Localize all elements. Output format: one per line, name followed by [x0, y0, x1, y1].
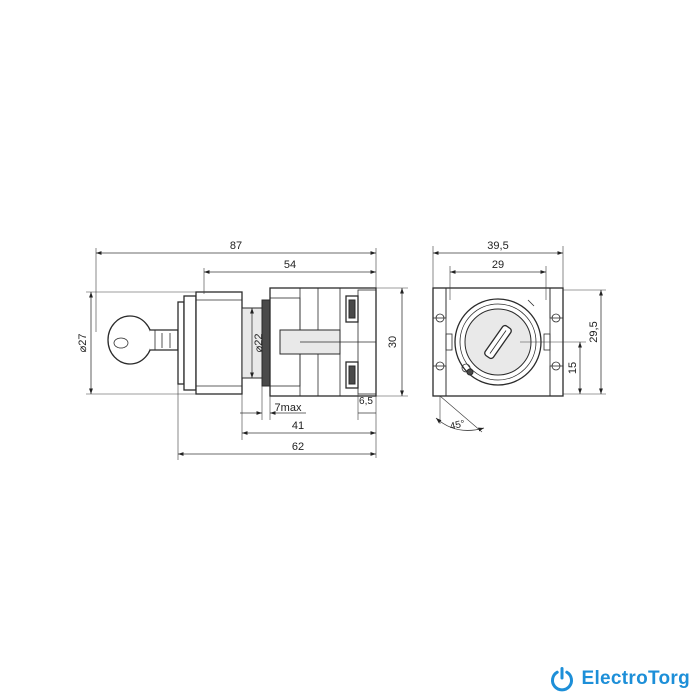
- dim-front-width: 39,5: [487, 240, 508, 252]
- side-view: [107, 287, 377, 397]
- dim-body-length: 54: [284, 259, 296, 271]
- dim-overall-length: 87: [230, 240, 242, 252]
- head-body: [195, 291, 243, 395]
- dim-front-inner-width: 29: [492, 259, 504, 271]
- dim-contact-offset: 6,5: [359, 396, 373, 407]
- front-view: [432, 287, 564, 397]
- keyway-slot: [484, 324, 512, 360]
- dim-front-height: 29,5: [588, 321, 600, 342]
- dim-rotation-angle: 45°: [449, 419, 466, 433]
- key-icon: [107, 315, 179, 365]
- head-front: [177, 301, 185, 385]
- dim-depth-41: 41: [292, 420, 304, 432]
- dim-max-panel: 7max: [275, 402, 302, 414]
- head-ring: [183, 295, 197, 391]
- dim-head-diameter: ⌀27: [77, 334, 89, 353]
- brand-logo: ElectroTorg: [549, 666, 690, 692]
- dim-thread-diameter: ⌀22: [253, 334, 265, 353]
- dim-arc-45: [435, 417, 485, 432]
- dim-front-offset: 15: [567, 362, 579, 374]
- front-dimensions: 39,5 29 29,5 15 45°: [432, 240, 606, 433]
- brand-name: ElectroTorg: [581, 668, 690, 689]
- power-icon: [551, 667, 574, 692]
- dim-depth-62: 62: [292, 441, 304, 453]
- dim-height: 30: [387, 336, 399, 348]
- side-dimensions: 87 54 ⌀27 ⌀22 30 7max 6,5 41: [77, 240, 408, 460]
